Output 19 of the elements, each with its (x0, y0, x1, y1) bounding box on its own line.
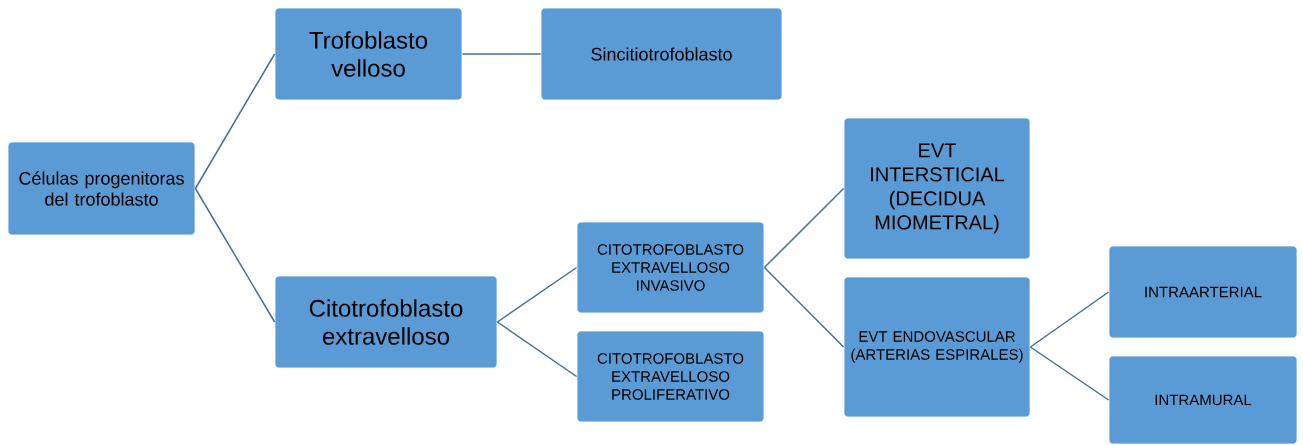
connector-line (194, 187, 276, 323)
connector-line (194, 53, 276, 190)
process-box: INTRAARTERIAL (1108, 245, 1298, 339)
connector-line (461, 53, 542, 55)
connector-line (763, 266, 845, 348)
process-box: CITOTROFOBLASTO EXTRAVELLOSO PROLIFERATIVO (576, 330, 765, 423)
connector-line (1029, 291, 1110, 348)
connector-line (1029, 346, 1110, 401)
process-box: EVT INTERSTICIAL (DECIDUA MIOMETRAL) (843, 117, 1031, 260)
process-box: Células progenitoras del trofoblasto (7, 141, 196, 236)
process-box: CITOTROFOBLASTO EXTRAVELLOSO INVASIVO (576, 221, 765, 314)
connector-line (763, 187, 845, 269)
process-box: EVT ENDOVASCULAR (ARTERIAS ESPIRALES) (843, 276, 1031, 418)
process-box: Sincitiotrofoblasto (540, 7, 783, 101)
process-box: Trofoblasto velloso (274, 7, 463, 101)
process-box: INTRAMURAL (1108, 355, 1298, 445)
connector-line (496, 266, 578, 323)
connector-line (496, 321, 578, 378)
process-box: Citotrofoblasto extravelloso (274, 275, 498, 369)
